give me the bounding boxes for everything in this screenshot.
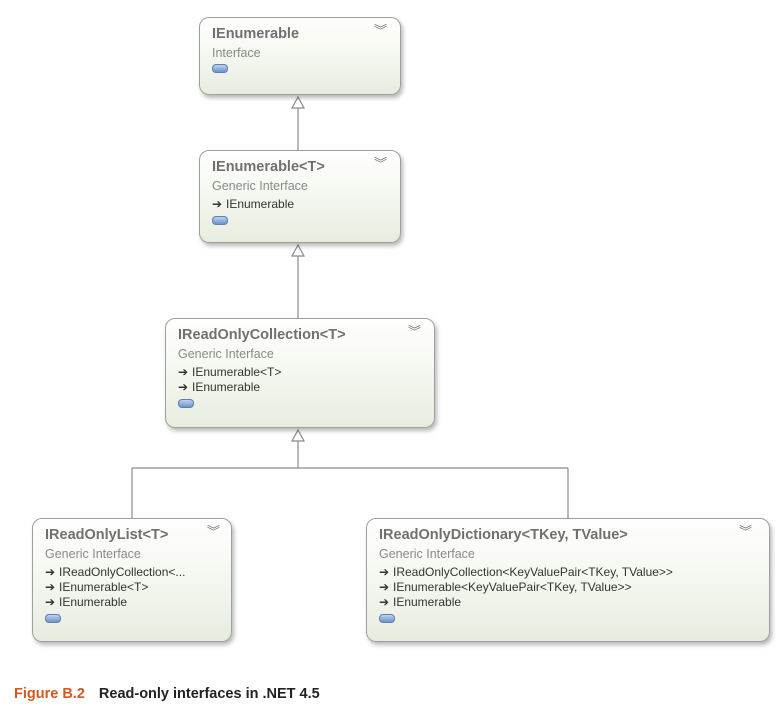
implements-arrow-icon: ➔: [178, 380, 189, 394]
implements-arrow-icon: ➔: [212, 197, 223, 211]
ienumerable-box[interactable]: IEnumerable Interface ︾: [199, 17, 401, 95]
box-subtitle: Generic Interface: [45, 547, 141, 561]
implements-arrow-icon: ➔: [379, 595, 390, 609]
box-title: IEnumerable: [212, 26, 300, 42]
implemented-interface: ➔IEnumerable<KeyValuePair<TKey, TValue>>: [379, 580, 632, 594]
interface-lollipop-icon: [212, 64, 228, 73]
ienumerable-t-box[interactable]: IEnumerable<T> Generic Interface ➔IEnume…: [199, 150, 401, 243]
implements-arrow-icon: ➔: [178, 365, 189, 379]
box-title: IReadOnlyDictionary<TKey, TValue>: [379, 527, 628, 543]
double-chevron-icon[interactable]: ︾: [408, 324, 421, 339]
implemented-interface: ➔IEnumerable<T>: [45, 580, 149, 594]
inheritance-arrowhead: [290, 243, 306, 257]
interface-lollipop-icon: [379, 614, 395, 623]
box-title: IReadOnlyList<T>: [45, 527, 169, 543]
implemented-interface: ➔IEnumerable: [212, 197, 295, 211]
double-chevron-icon[interactable]: ︾: [207, 524, 220, 539]
ireadonlylist-box[interactable]: IReadOnlyList<T> Generic Interface ➔IRea…: [32, 518, 232, 642]
figure-caption: Figure B.2 Read-only interfaces in .NET 4…: [14, 686, 320, 702]
box-subtitle: Generic Interface: [212, 179, 308, 193]
implements-arrow-icon: ➔: [45, 580, 56, 594]
implements-arrow-icon: ➔: [379, 580, 390, 594]
double-chevron-icon[interactable]: ︾: [739, 524, 752, 539]
implements-arrow-icon: ➔: [379, 565, 390, 579]
box-subtitle: Generic Interface: [379, 547, 475, 561]
box-subtitle: Interface: [212, 46, 261, 60]
ireadonlydictionary-box[interactable]: IReadOnlyDictionary<TKey, TValue> Generi…: [366, 518, 770, 642]
implements-arrow-icon: ➔: [45, 595, 56, 609]
implements-arrow-icon: ➔: [45, 565, 56, 579]
ireadonlycollection-box[interactable]: IReadOnlyCollection<T> Generic Interface…: [165, 318, 435, 428]
figure-number: Figure B.2: [14, 686, 85, 702]
box-title: IReadOnlyCollection<T>: [178, 327, 346, 343]
interface-lollipop-icon: [178, 399, 194, 408]
box-subtitle: Generic Interface: [178, 347, 274, 361]
double-chevron-icon[interactable]: ︾: [374, 23, 387, 38]
implemented-interface: ➔IEnumerable: [379, 595, 462, 609]
box-title: IEnumerable<T>: [212, 159, 325, 175]
double-chevron-icon[interactable]: ︾: [374, 156, 387, 171]
implemented-interface: ➔IEnumerable<T>: [178, 365, 282, 379]
implemented-interface: ➔IReadOnlyCollection<KeyValuePair<TKey, …: [379, 565, 673, 579]
interface-lollipop-icon: [212, 216, 228, 225]
inheritance-arrowhead: [290, 95, 306, 109]
implemented-interface: ➔IEnumerable: [178, 380, 261, 394]
implemented-interface: ➔IReadOnlyCollection<...: [45, 565, 186, 579]
figure-caption-text: Read-only interfaces in .NET 4.5: [98, 686, 320, 702]
inheritance-arrowhead: [290, 428, 306, 442]
interface-lollipop-icon: [45, 614, 61, 623]
implemented-interface: ➔IEnumerable: [45, 595, 128, 609]
